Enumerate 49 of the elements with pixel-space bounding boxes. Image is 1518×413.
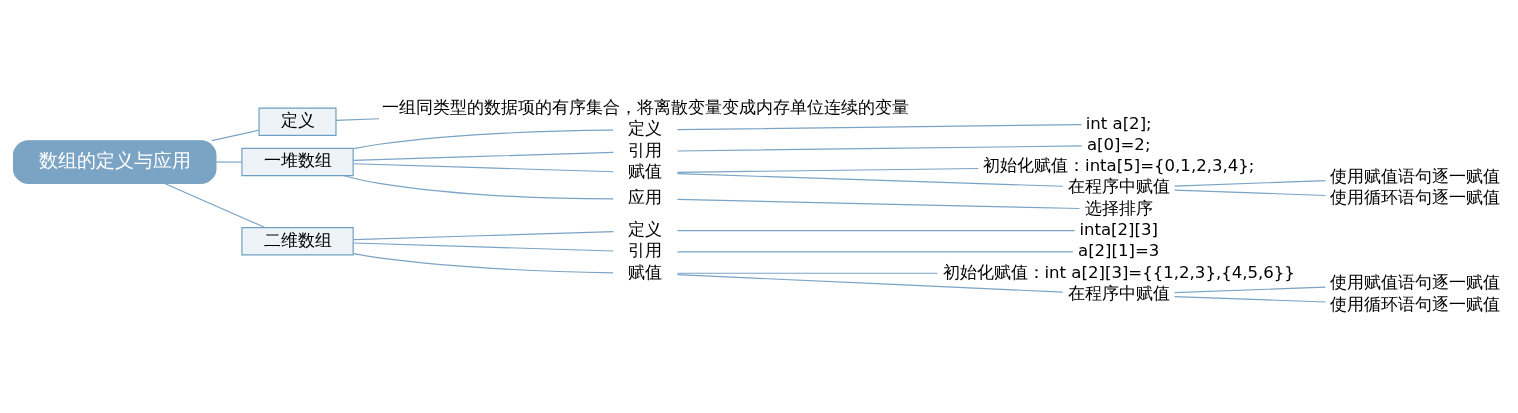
connector [676, 144, 1083, 152]
connector [676, 272, 938, 274]
node-text: 使用赋值语句逐一赋值 [1330, 166, 1501, 186]
connector [352, 241, 614, 252]
node-text: 一组同类型的数据项的有序集合，将离散变量变成内存单位连续的变量 [381, 97, 909, 117]
node-text: 赋值 [628, 262, 663, 282]
node-text: a[0]=2; [1086, 134, 1151, 154]
connector [676, 250, 1074, 253]
connector [343, 174, 614, 199]
node-text: inta[2][3] [1079, 219, 1158, 239]
connector [352, 252, 614, 273]
connector [215, 160, 243, 163]
connector [676, 229, 1076, 231]
node-text: int a[2]; [1085, 113, 1152, 133]
connector [211, 129, 260, 141]
node-text: 定义 [628, 219, 663, 239]
node-box: 定义 [258, 107, 337, 136]
connector [1173, 286, 1327, 293]
connector [1173, 179, 1327, 187]
node-text: 应用 [628, 187, 663, 207]
node-box: 数组的定义与应用 [12, 139, 217, 184]
node-text: 引用 [628, 240, 663, 260]
node-text: 使用循环语句逐一赋值 [1330, 294, 1501, 314]
connector [335, 117, 380, 121]
connector [352, 230, 614, 240]
node-text: 在程序中赋值 [1067, 176, 1170, 196]
node-text: a[2][1]=3 [1078, 240, 1160, 260]
connector [676, 167, 979, 173]
connector [352, 129, 614, 149]
node-text: 在程序中赋值 [1067, 283, 1170, 303]
node-text: 初始化赋值：int a[2][3]={{1,2,3},{4,5,6}} [942, 262, 1295, 282]
connector [1173, 295, 1327, 303]
connector [676, 273, 1064, 293]
node-text: 赋值 [628, 161, 663, 181]
connector [352, 162, 614, 172]
connector [676, 172, 1064, 187]
node-text: 初始化赋值：inta[5]={0,1,2,3,4}; [983, 155, 1255, 175]
connector [164, 182, 266, 228]
node-text: 选择排序 [1084, 198, 1153, 218]
node-text: 使用赋值语句逐一赋值 [1330, 272, 1501, 292]
connector [676, 123, 1082, 130]
node-text: 定义 [628, 118, 663, 138]
node-text: 引用 [628, 140, 663, 160]
connector [1173, 188, 1327, 196]
node-box: 一堆数组 [241, 147, 354, 176]
connector [352, 151, 614, 161]
node-text: 使用循环语句逐一赋值 [1330, 187, 1501, 207]
connector [676, 198, 1080, 209]
node-box: 二维数组 [241, 226, 354, 255]
